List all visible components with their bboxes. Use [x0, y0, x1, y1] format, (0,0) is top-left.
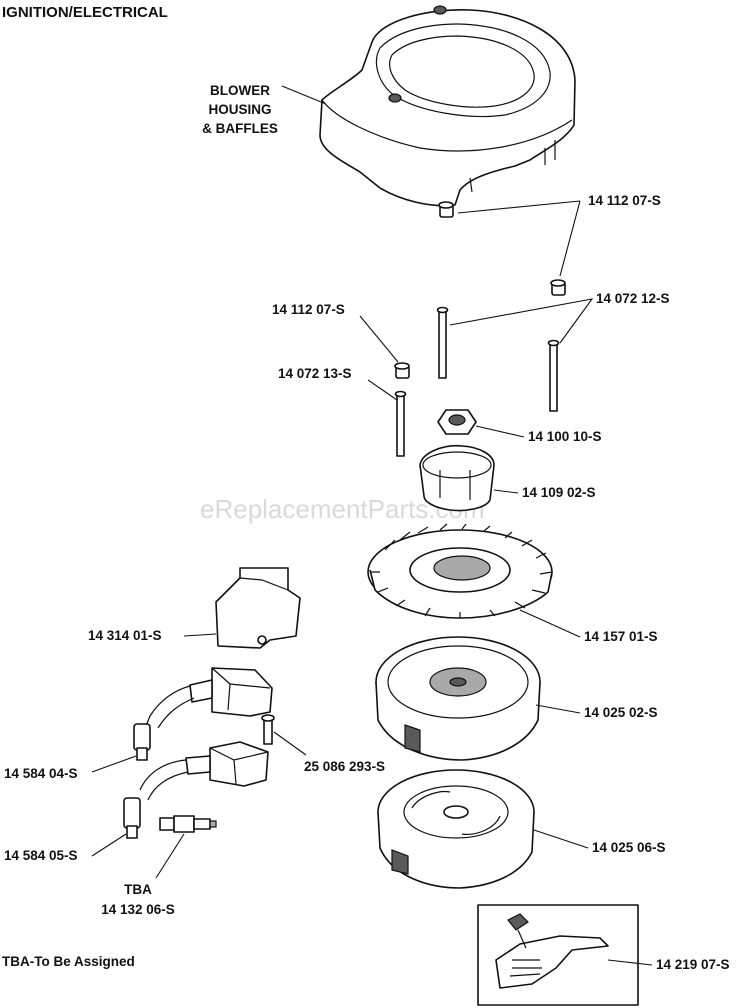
fan-part: [367, 523, 553, 619]
coil-screw-part: [261, 714, 275, 745]
screw-left-label: 14 112 07-S: [272, 302, 345, 317]
ignition-coil-lower-part: [123, 741, 269, 839]
blower-housing-label: BLOWER HOUSING & BAFFLES: [202, 83, 278, 136]
nut-label: 14 100 10-S: [528, 429, 602, 444]
stud-pair-label: 14 072 12-S: [596, 291, 670, 306]
coil-upper-label: 14 584 04-S: [4, 766, 78, 781]
nut-part: [437, 409, 477, 435]
flywheel-label: 14 025 02-S: [584, 705, 658, 720]
flywheel-part: [375, 636, 541, 761]
ignition-coil-upper-part: [133, 667, 273, 761]
flywheel-back-part: [377, 769, 535, 889]
switch-part: [477, 904, 639, 1006]
switch-label: 14 219 07-S: [656, 957, 730, 972]
coil-lower-label: 14 584 05-S: [4, 848, 78, 863]
fan-label: 14 157 01-S: [584, 629, 658, 644]
screw-part: [438, 201, 566, 296]
cup-label: 14 109 02-S: [522, 485, 596, 500]
diagram-title: IGNITION/ELECTRICAL: [2, 4, 168, 21]
screw-left-part: [394, 362, 410, 379]
bracket-label: 14 314 01-S: [88, 628, 162, 643]
cup-part: [419, 444, 495, 512]
spark-plug-label: 14 132 06-S: [101, 902, 175, 917]
stud-left-label: 14 072 13-S: [278, 366, 352, 381]
spark-plug-tba-label: TBA: [124, 882, 152, 897]
coil-screw-label: 25 086 293-S: [304, 759, 385, 774]
svg-text:BLOWER: BLOWER: [210, 83, 270, 98]
svg-text:HOUSING: HOUSING: [208, 102, 271, 117]
stud-part: [394, 306, 560, 457]
svg-text:& BAFFLES: & BAFFLES: [202, 121, 278, 136]
blower-housing-part: [319, 5, 576, 207]
flywheel-back-label: 14 025 06-S: [592, 840, 666, 855]
bracket-part: [215, 567, 301, 649]
footnote: TBA-To Be Assigned: [2, 954, 135, 969]
screw-top-label: 14 112 07-S: [588, 193, 661, 208]
spark-plug-part: [159, 815, 217, 833]
